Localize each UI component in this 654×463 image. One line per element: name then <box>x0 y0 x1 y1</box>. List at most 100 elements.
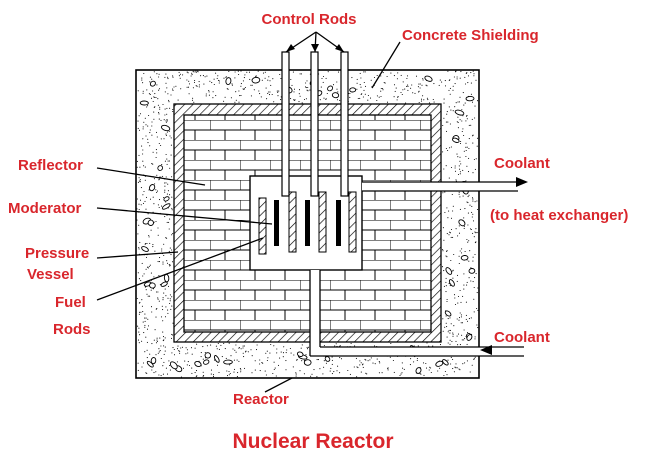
concrete-dot <box>466 360 468 362</box>
concrete-dot <box>198 84 200 86</box>
concrete-dot <box>169 369 171 371</box>
concrete-dot <box>146 357 148 359</box>
concrete-dot <box>167 297 169 299</box>
concrete-dot <box>154 106 156 108</box>
concrete-pebble <box>163 196 170 202</box>
concrete-dot <box>301 344 303 346</box>
concrete-dot <box>452 85 454 87</box>
concrete-dot <box>457 121 459 123</box>
concrete-dot <box>322 75 325 78</box>
concrete-dot <box>186 86 188 88</box>
concrete-dot <box>446 111 448 113</box>
concrete-dot <box>456 318 458 320</box>
concrete-dot <box>464 83 467 85</box>
concrete-dot <box>465 149 467 152</box>
concrete-dot <box>243 77 245 79</box>
concrete-dot <box>228 342 230 344</box>
concrete-dot <box>357 97 359 100</box>
concrete-dot <box>279 357 281 359</box>
fuel-rod <box>318 191 327 253</box>
concrete-dot <box>353 366 355 368</box>
concrete-dot <box>271 93 273 96</box>
concrete-dot <box>172 334 174 336</box>
concrete-dot <box>164 189 166 191</box>
concrete-dot <box>177 99 179 101</box>
concrete-dot <box>243 88 245 90</box>
concrete-dot <box>456 335 458 337</box>
concrete-dot <box>165 182 167 184</box>
concrete-dot <box>457 302 459 304</box>
concrete-dot <box>165 176 167 178</box>
concrete-dot <box>452 110 454 112</box>
concrete-pebble <box>444 310 452 317</box>
concrete-dot <box>449 93 451 95</box>
concrete-dot <box>205 95 207 97</box>
concrete-dot <box>215 345 217 347</box>
concrete-dot <box>147 318 149 320</box>
concrete-dot <box>259 363 261 365</box>
concrete-dot <box>154 329 156 331</box>
concrete-dot <box>269 80 271 82</box>
concrete-dot <box>415 75 418 77</box>
concrete-dot <box>447 70 449 72</box>
concrete-dot <box>448 210 450 212</box>
concrete-dot <box>446 250 448 252</box>
concrete-dot <box>422 79 424 81</box>
concrete-dot <box>468 194 470 196</box>
concrete-dot <box>366 373 368 375</box>
concrete-dot <box>182 74 184 76</box>
label-coolant-in: Coolant <box>494 329 550 346</box>
concrete-dot <box>365 359 367 361</box>
concrete-dot <box>294 99 296 101</box>
concrete-dot <box>246 71 248 73</box>
concrete-dot <box>336 88 338 90</box>
concrete-dot <box>273 368 275 371</box>
concrete-dot <box>296 359 298 361</box>
concrete-dot <box>186 349 188 351</box>
concrete-dot <box>418 83 420 85</box>
concrete-dot <box>402 81 404 83</box>
concrete-dot <box>407 89 409 91</box>
concrete-dot <box>351 77 353 79</box>
concrete-dot <box>142 194 144 196</box>
concrete-dot <box>454 165 456 167</box>
concrete-dot <box>152 90 154 92</box>
concrete-dot <box>269 91 271 93</box>
concrete-dot <box>255 349 258 351</box>
control-rod <box>340 51 349 197</box>
concrete-dot <box>392 359 394 362</box>
concrete-dot <box>258 90 260 92</box>
concrete-dot <box>360 86 362 88</box>
concrete-dot <box>148 114 150 117</box>
concrete-pebble <box>157 165 164 171</box>
concrete-dot <box>265 352 267 354</box>
concrete-dot <box>192 97 194 99</box>
concrete-dot <box>447 342 449 344</box>
concrete-dot <box>268 94 271 96</box>
concrete-dot <box>463 150 465 152</box>
concrete-dot <box>413 345 415 347</box>
concrete-dot <box>331 359 333 361</box>
concrete-dot <box>165 134 167 136</box>
concrete-dot <box>169 300 171 302</box>
concrete-dot <box>162 373 164 375</box>
concrete-dot <box>310 375 312 377</box>
concrete-dot <box>472 70 474 72</box>
concrete-dot <box>190 347 193 349</box>
concrete-dot <box>463 227 465 229</box>
concrete-pebble <box>458 219 466 227</box>
concrete-dot <box>422 78 424 80</box>
concrete-dot <box>455 340 457 342</box>
concrete-dot <box>149 81 151 83</box>
concrete-dot <box>444 370 446 373</box>
concrete-dot <box>152 246 154 248</box>
concrete-pebble <box>161 203 171 210</box>
concrete-dot <box>168 130 170 132</box>
concrete-dot <box>476 307 478 310</box>
concrete-dot <box>158 274 160 277</box>
concrete-dot <box>139 113 142 115</box>
concrete-dot <box>370 79 372 81</box>
concrete-dot <box>169 218 171 220</box>
concrete-dot <box>400 91 402 94</box>
concrete-dot <box>469 250 471 252</box>
